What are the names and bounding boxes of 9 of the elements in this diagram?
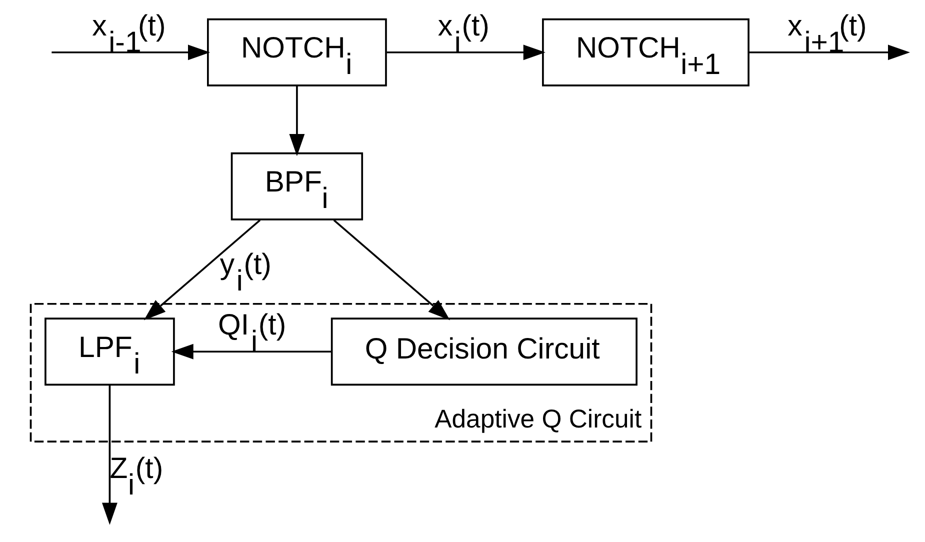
arrow: [386, 44, 546, 60]
arrow: [748, 44, 910, 60]
arrow: [171, 343, 332, 359]
arrow: [52, 44, 210, 60]
arrow: [144, 218, 261, 320]
arrow: [333, 218, 450, 320]
arrow: [102, 384, 118, 524]
arrow: [289, 85, 305, 156]
node-box: Q Decision Circuit: [330, 317, 638, 386]
